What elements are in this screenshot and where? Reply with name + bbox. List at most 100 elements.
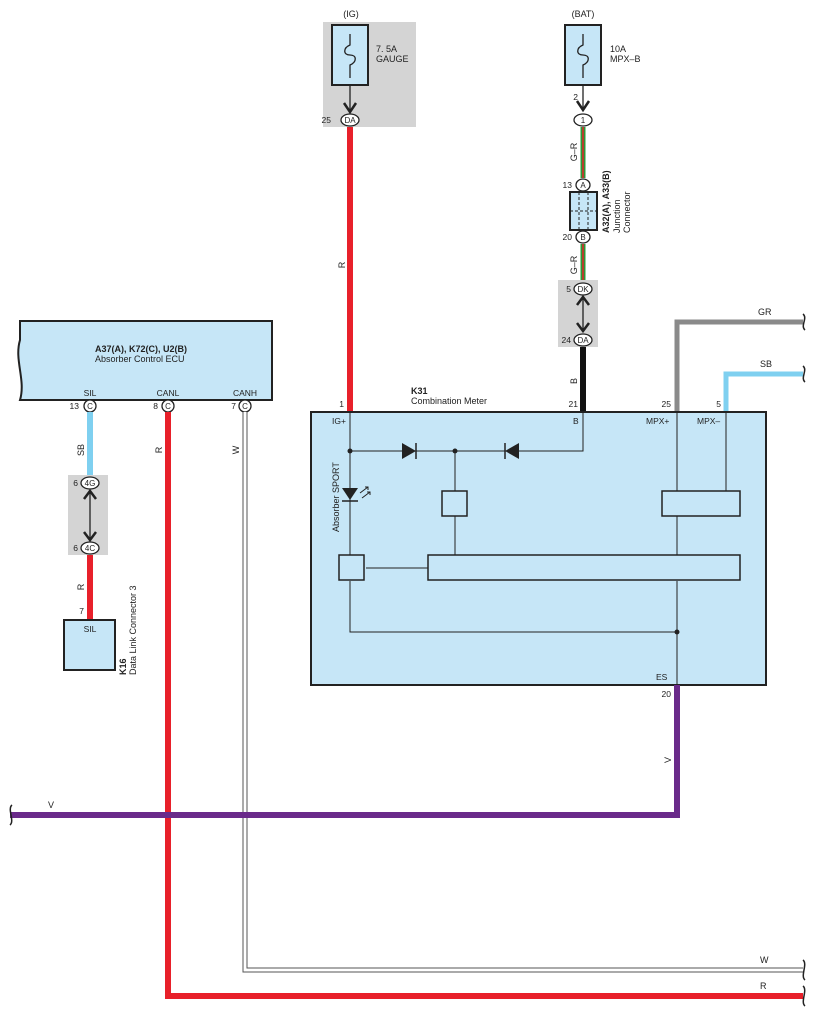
b-wire-label: B: [569, 378, 579, 384]
canh-w-label: W: [231, 445, 241, 454]
ecu-connector-canl-id: C: [165, 402, 171, 411]
diode-icon: [504, 443, 519, 459]
sb-wire-break-icon: [802, 365, 806, 383]
meter-pin-mpxp: MPX+: [646, 416, 669, 426]
meter-indicator-label: Absorber SPORT: [331, 462, 341, 532]
junction-connector-bottom-id: B: [580, 233, 585, 242]
junction-connector-top-id: A: [580, 181, 586, 190]
gr-wire: [674, 319, 803, 412]
ig-pin: 25: [322, 115, 332, 125]
meter-block-cpu: [427, 554, 741, 581]
dk-pin-bottom: 24: [562, 335, 572, 345]
ig-label: (IG): [343, 9, 359, 19]
gr-wire-label: GR: [758, 307, 772, 317]
sil-pin-bottom: 6: [73, 543, 78, 553]
es-v-wire: [10, 685, 680, 818]
dk-pin-top: 5: [566, 284, 571, 294]
meter-block-small-1: [441, 490, 468, 517]
junction-title: A32(A), A33(B): [601, 170, 611, 233]
meter-node-2: [452, 448, 458, 454]
sil-arrow-up-icon: [83, 488, 97, 500]
junction-name-2: Connector: [622, 191, 632, 233]
sil-pin-top: 6: [73, 478, 78, 488]
bat-fuse-rating: 10A: [610, 44, 626, 54]
meter-pin-mpxm: MPX–: [697, 416, 720, 426]
ecu-pin-canl-num: 8: [153, 401, 158, 411]
junction-name-1: Junction: [612, 199, 622, 233]
ecu-connector-sil-id: C: [87, 402, 93, 411]
canl-r-wire: [165, 412, 803, 999]
dlc-code: K16: [118, 658, 128, 675]
meter-pin-es: ES: [656, 672, 668, 682]
bus-v-label: V: [48, 800, 54, 810]
dk-arrow-down-icon: [576, 322, 590, 334]
meter-box: [310, 411, 767, 686]
ecu-pin-canh-num: 7: [231, 401, 236, 411]
ecu-name: Absorber Control ECU: [95, 354, 185, 364]
bat-gr-label-1: G–R: [569, 142, 579, 161]
dlc-pin-name: SIL: [84, 624, 97, 634]
dlc-pin: 7: [79, 606, 84, 616]
meter-internal-circuit: [349, 412, 727, 685]
sil-arrow-down-icon: [83, 531, 97, 543]
dk-connector-top-id: DK: [577, 285, 589, 294]
bus-r-break-icon: [802, 985, 806, 1007]
sil-sb-label: SB: [76, 444, 86, 456]
meter-pin-mpxm-num: 5: [716, 399, 721, 409]
sil-connector-bottom: [80, 541, 100, 555]
meter-pin-b-num: 21: [569, 399, 579, 409]
meter-pin-b: B: [573, 416, 579, 426]
junction-pin-bottom: 20: [563, 232, 573, 242]
meter-pin-mpxp-num: 25: [662, 399, 672, 409]
meter-node-1: [347, 448, 353, 454]
dk-arrow-up-icon: [576, 294, 590, 306]
bat-fuse-icon: [577, 34, 589, 78]
ecu-pin-canh: CANH: [233, 388, 257, 398]
meter-code: K31: [411, 386, 428, 396]
bus-r-label: R: [760, 981, 767, 991]
dk-connector-bottom-id: DA: [577, 336, 589, 345]
bat-fuse-name: MPX–B: [610, 54, 641, 64]
ecu-pin-canl: CANL: [157, 388, 180, 398]
ig-wire-color: R: [337, 261, 347, 268]
bus-v-break-icon: [9, 804, 13, 826]
ig-fuse-icon: [344, 34, 356, 78]
bat-arrow-icon: [575, 100, 591, 113]
ig-fuse-name: GAUGE: [376, 54, 409, 64]
sb-wire-right: [723, 371, 803, 412]
meter-name: Combination Meter: [411, 396, 487, 406]
junction-connector-bottom: [575, 230, 591, 244]
junction-pin-top: 13: [563, 180, 573, 190]
dlc-box: [63, 619, 116, 671]
bat-connector-id: 1: [581, 116, 586, 125]
bat-connector: [573, 113, 593, 127]
es-v-label: V: [663, 757, 673, 763]
bat-pin: 2: [573, 92, 578, 102]
ig-connector: [340, 113, 360, 127]
meter-pin-ig-num: 1: [339, 399, 344, 409]
gr-wire-break-icon: [802, 313, 806, 331]
meter-node-3: [674, 629, 680, 635]
ecu-title: A37(A), K72(C), U2(B): [95, 344, 187, 354]
ecu-box: [17, 320, 273, 401]
sb-wire-right-label: SB: [760, 359, 772, 369]
ig-connector-id: DA: [344, 116, 356, 125]
sil-connector-bottom-id: 4C: [85, 544, 95, 553]
meter-pin-ig: IG+: [332, 416, 346, 426]
bus-w-break-icon: [802, 959, 806, 981]
led-icon: [342, 486, 371, 502]
meter-block-small-2: [338, 554, 365, 581]
ecu-pin-sil: SIL: [84, 388, 97, 398]
ecu-pin-sil-num: 13: [70, 401, 80, 411]
sil-connector-top-id: 4G: [85, 479, 96, 488]
dlc-r-label: R: [76, 583, 86, 590]
diode-icon: [402, 443, 417, 459]
ig-arrow-icon: [342, 102, 358, 115]
ig-fuse-rating: 7. 5A: [376, 44, 397, 54]
meter-block-mpx: [661, 490, 741, 517]
meter-pin-es-num: 20: [662, 689, 672, 699]
dk-connector-bottom: [573, 333, 593, 347]
bat-gr-label-2: G–R: [569, 255, 579, 274]
bus-w-label: W: [760, 955, 769, 965]
